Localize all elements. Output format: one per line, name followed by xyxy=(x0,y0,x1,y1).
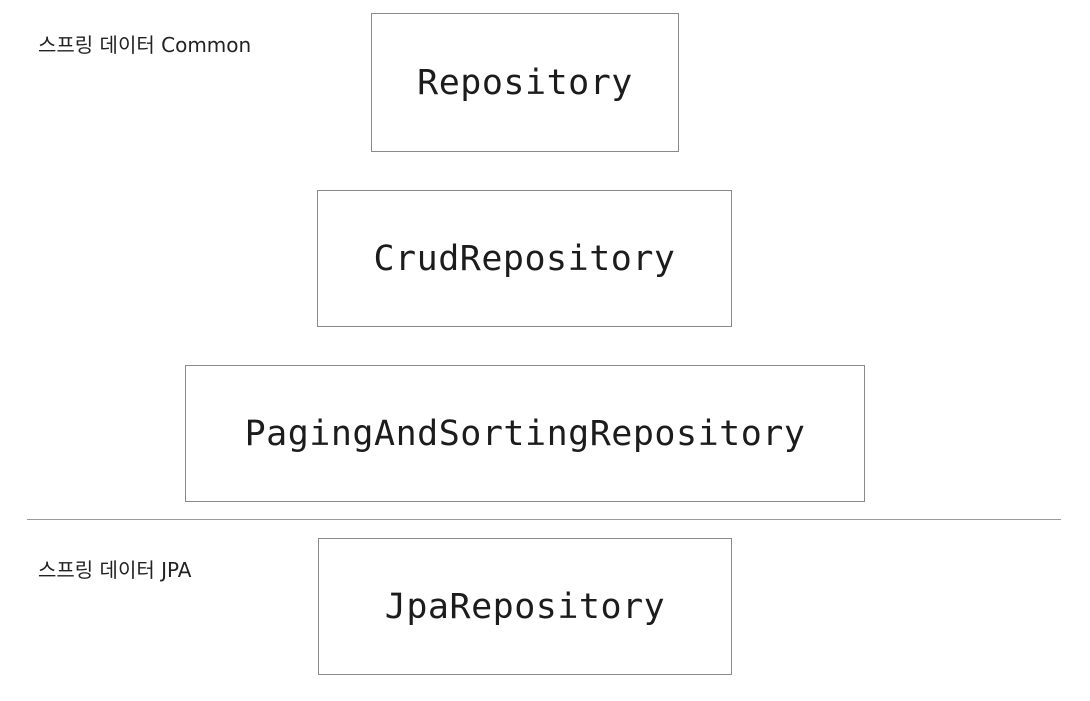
repository-box: Repository xyxy=(371,13,679,152)
section-label-common: 스프링 데이터 Common xyxy=(38,33,252,57)
paging-and-sorting-repository-name: PagingAndSortingRepository xyxy=(244,413,806,454)
section-label-jpa: 스프링 데이터 JPA xyxy=(38,558,192,582)
repository-name: Repository xyxy=(417,62,633,103)
jpa-repository-box: JpaRepository xyxy=(318,538,732,675)
paging-and-sorting-repository-box: PagingAndSortingRepository xyxy=(185,365,865,502)
jpa-repository-name: JpaRepository xyxy=(384,586,666,627)
crud-repository-name: CrudRepository xyxy=(373,238,676,279)
crud-repository-box: CrudRepository xyxy=(317,190,732,327)
section-divider xyxy=(27,519,1061,520)
